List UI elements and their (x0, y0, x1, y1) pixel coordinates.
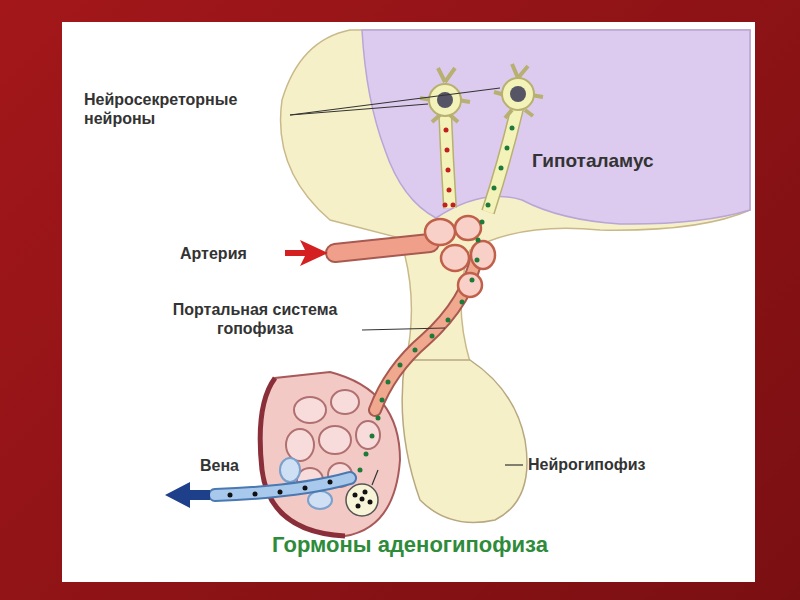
neuron-label: Нейросекреторные нейроны (84, 90, 289, 128)
vein-hormone-dots (228, 480, 333, 498)
leader-lines (290, 88, 523, 465)
brain-tissue (281, 30, 750, 365)
portal-vessel (375, 250, 478, 410)
axon (488, 105, 518, 212)
red-granules (443, 128, 456, 208)
neuron-body (429, 84, 461, 116)
axon (445, 110, 450, 208)
region-name: Гипоталамус (532, 150, 658, 172)
neurohypophysis-lobe (402, 360, 527, 523)
vein-arrow (165, 482, 210, 508)
caption: Гормоны аденогипофиза (150, 532, 670, 558)
vein-label: Вена (200, 456, 260, 475)
nucleus (510, 86, 526, 102)
neuron-body (502, 78, 534, 110)
hypothalamus-region: Гипоталамус (532, 150, 658, 174)
artery-vessel (335, 243, 430, 253)
artery-arrow (285, 240, 328, 266)
vein-vessel (215, 478, 350, 495)
secretory-cell (346, 484, 378, 516)
white-panel (62, 22, 755, 582)
artery-label: Артерия (180, 244, 280, 263)
neurohypophysis-label: Нейрогипофиз (528, 455, 668, 474)
primary-plexus (425, 216, 495, 297)
hypothalamus-region (362, 30, 750, 224)
portal-system-label: Портальная система гопофиза (150, 300, 360, 338)
green-granules (358, 126, 515, 473)
